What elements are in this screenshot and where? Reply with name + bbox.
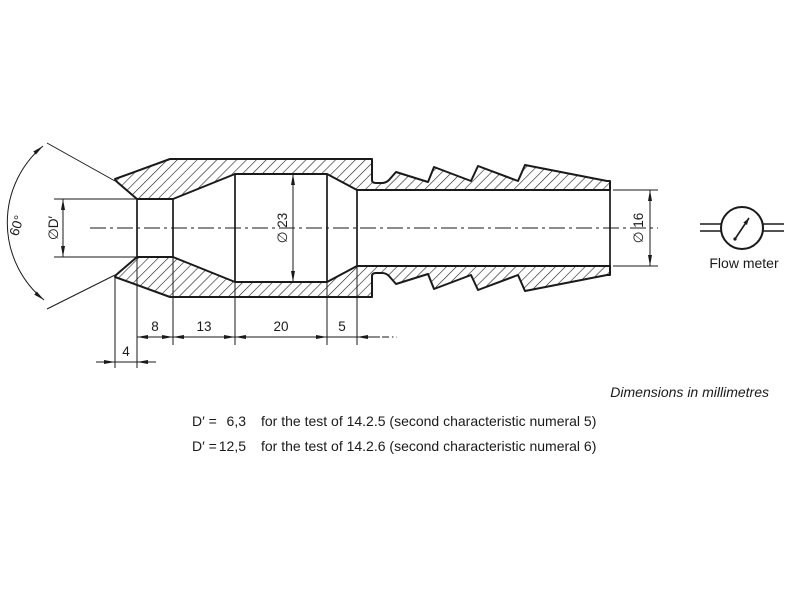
- angle-arc: [6, 145, 45, 301]
- angle-line-lower: [46, 274, 116, 310]
- orifice-diameter-label: ∅D′: [46, 216, 61, 241]
- nozzle-cross-section: [114, 158, 611, 298]
- dim-label-5: 5: [338, 319, 346, 334]
- units-note: Dimensions in millimetres: [610, 384, 769, 400]
- dim-label-20: 20: [273, 319, 288, 334]
- dim-label-4: 4: [122, 344, 130, 359]
- flow-meter-label: Flow meter: [709, 255, 779, 271]
- note-line-1: D′ = 6,3 for the test of 14.2.5 (second …: [192, 413, 596, 429]
- note-symbol: D′ =: [192, 413, 217, 429]
- dim-label-13: 13: [196, 319, 211, 334]
- angle-line-upper: [46, 142, 116, 182]
- flow-meter-symbol: [700, 206, 784, 250]
- flow-meter-needle-pivot: [733, 237, 737, 241]
- nozzle-upper-wall: [114, 158, 611, 200]
- dim-label-8: 8: [151, 319, 159, 334]
- note-value: 12,5: [219, 438, 246, 454]
- note-text: for the test of 14.2.6 (second character…: [261, 438, 596, 454]
- outlet-diameter-label: ∅ 16: [631, 213, 646, 244]
- angle-label: 60°: [6, 214, 27, 238]
- diameter-dimensions: [54, 174, 658, 282]
- note-line-2: D′ = 12,5 for the test of 14.2.6 (second…: [192, 438, 596, 454]
- angle-dimension: [6, 142, 116, 310]
- chamber-diameter-label: ∅ 23: [275, 213, 290, 244]
- nozzle-lower-wall: [114, 256, 611, 298]
- note-symbol: D′ =: [192, 438, 217, 454]
- length-dimensions: [96, 258, 397, 368]
- note-text: for the test of 14.2.5 (second character…: [261, 413, 596, 429]
- note-value: 6,3: [227, 413, 247, 429]
- flow-meter-needle-icon: [734, 217, 750, 240]
